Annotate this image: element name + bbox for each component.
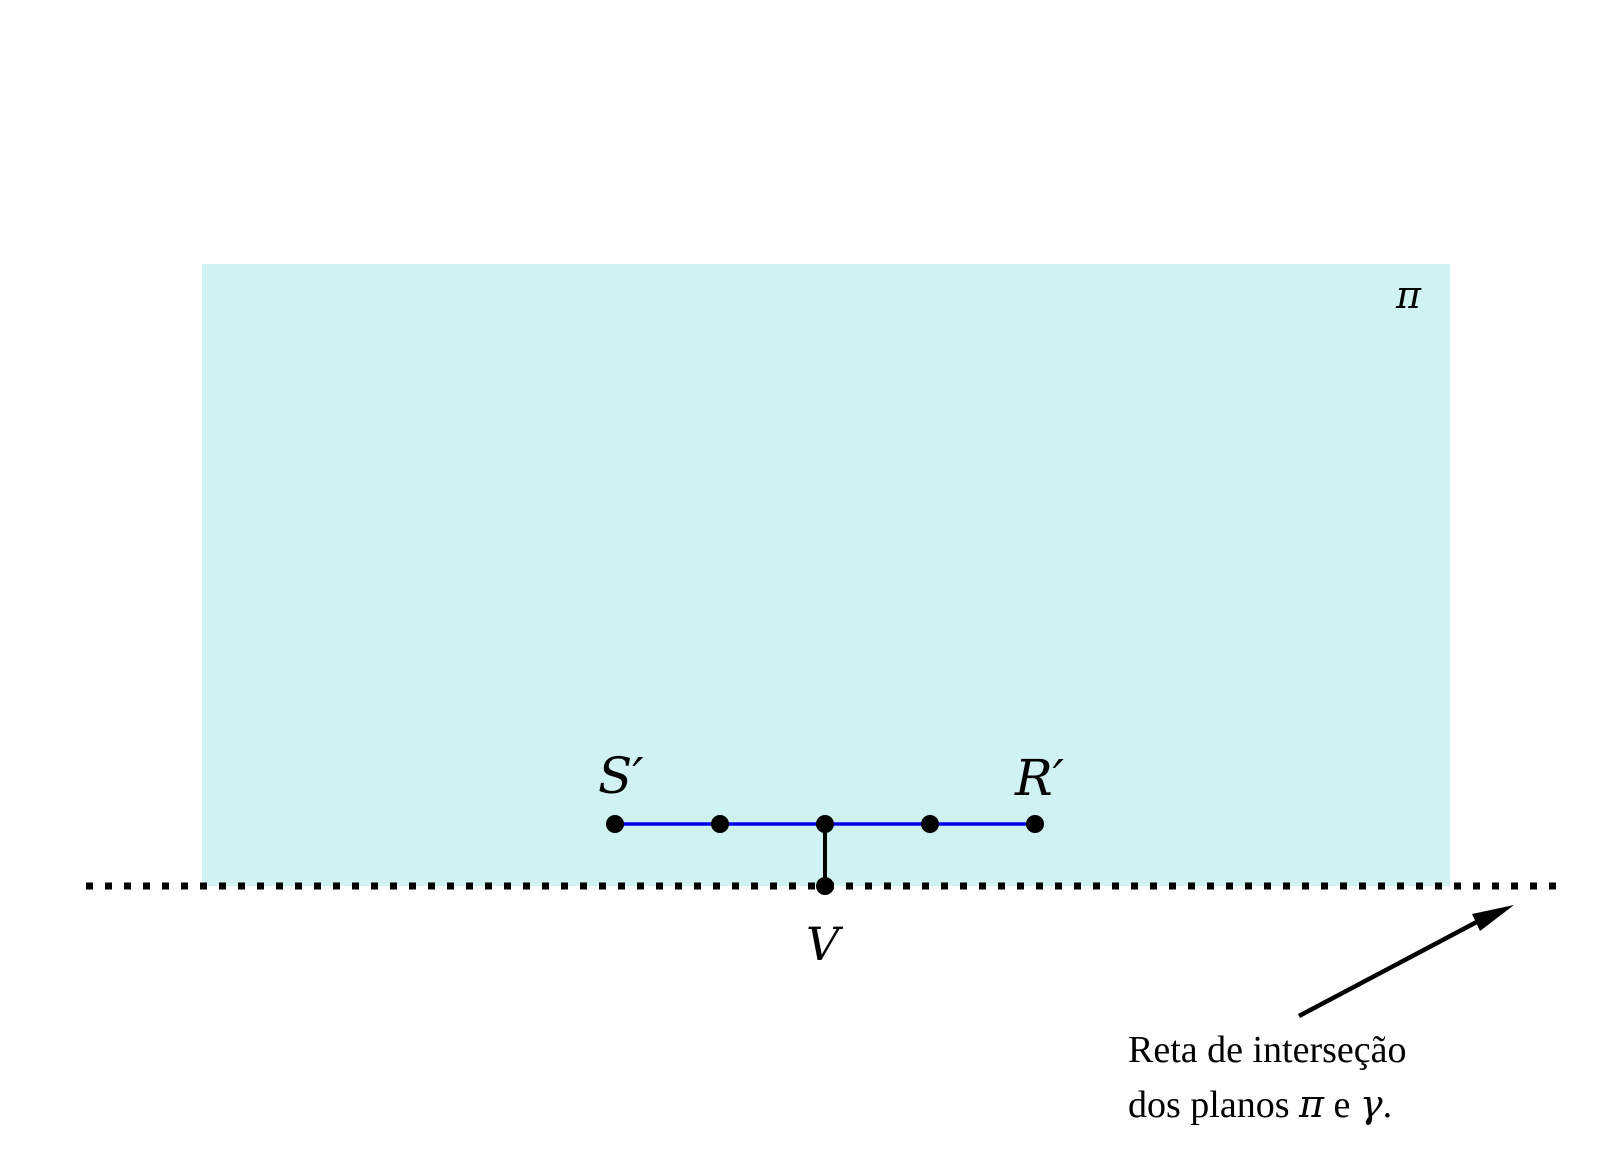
caption-period: . <box>1383 1084 1393 1126</box>
caption-line-1: Reta de interseção <box>1128 1029 1407 1071</box>
caption-and: e <box>1324 1084 1360 1126</box>
label-s-prime: S′ <box>598 747 644 805</box>
plane-pi-label: π <box>1395 273 1422 317</box>
plane-pi <box>202 264 1450 886</box>
point-v <box>816 877 834 895</box>
caption-prefix: dos planos <box>1128 1084 1299 1126</box>
label-r-prime: R′ <box>1014 749 1065 807</box>
point-midpoint <box>816 815 834 833</box>
caption-pi-symbol: π <box>1298 1082 1325 1126</box>
point-r-prime <box>1026 815 1044 833</box>
point-3 <box>921 815 939 833</box>
caption-arrow <box>1297 914 1490 1018</box>
caption-arrowhead <box>1472 905 1514 931</box>
caption-gamma-symbol: γ <box>1360 1082 1383 1126</box>
point-1 <box>711 815 729 833</box>
caption-line-2: dos planos π e γ. <box>1128 1082 1392 1126</box>
point-s-prime <box>606 815 624 833</box>
label-v: V <box>806 917 844 971</box>
